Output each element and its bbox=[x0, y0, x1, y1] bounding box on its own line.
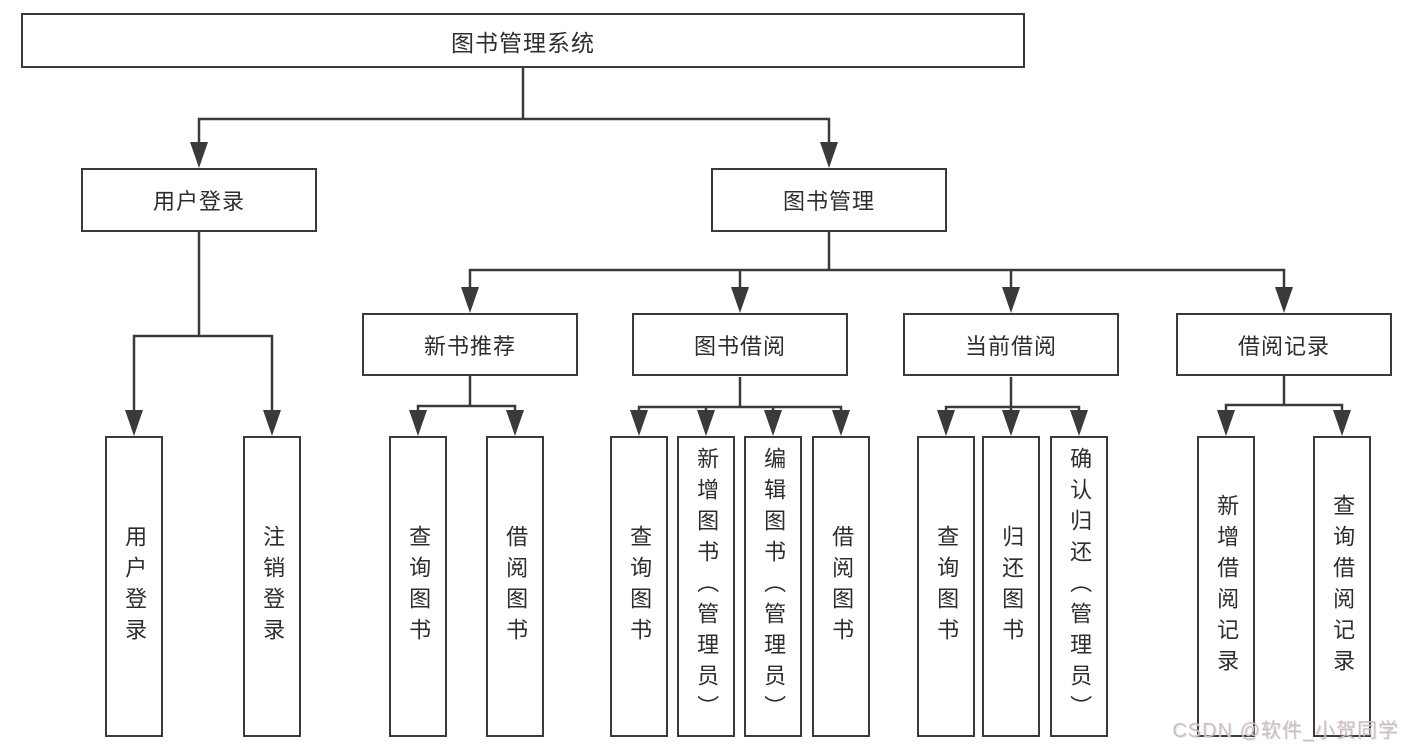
leaf-edit-books-admin: 编辑图书（管理员） bbox=[744, 436, 802, 737]
csdn-watermark: CSDN @软件_小贺同学 bbox=[1172, 720, 1399, 742]
leaf-user-login: 用户登录 bbox=[105, 436, 163, 737]
node-library-system: 图书管理系统 bbox=[21, 13, 1025, 68]
leaf-add-books-admin: 新增图书（管理员） bbox=[677, 436, 735, 737]
leaf-query-books-borrow: 查询图书 bbox=[610, 436, 668, 737]
leaf-query-books-current: 查询图书 bbox=[917, 436, 975, 737]
leaf-return-books: 归还图书 bbox=[982, 436, 1040, 737]
leaf-borrow-books-recommend: 借阅图书 bbox=[486, 436, 544, 737]
leaf-query-borrow-record: 查询借阅记录 bbox=[1313, 436, 1371, 737]
node-new-book-recommend: 新书推荐 bbox=[362, 313, 578, 376]
leaf-add-borrow-record: 新增借阅记录 bbox=[1197, 436, 1255, 737]
node-book-management: 图书管理 bbox=[711, 168, 947, 232]
node-current-borrow: 当前借阅 bbox=[903, 313, 1119, 376]
node-borrow-record: 借阅记录 bbox=[1176, 313, 1392, 376]
leaf-borrow-books: 借阅图书 bbox=[812, 436, 870, 737]
leaf-confirm-return-admin: 确认归还（管理员） bbox=[1050, 436, 1108, 737]
node-user-login: 用户登录 bbox=[81, 168, 317, 232]
node-book-borrow: 图书借阅 bbox=[632, 313, 848, 376]
arrowhead-icons bbox=[125, 142, 1351, 436]
leaf-logout: 注销登录 bbox=[243, 436, 301, 737]
leaf-query-books-recommend: 查询图书 bbox=[389, 436, 447, 737]
